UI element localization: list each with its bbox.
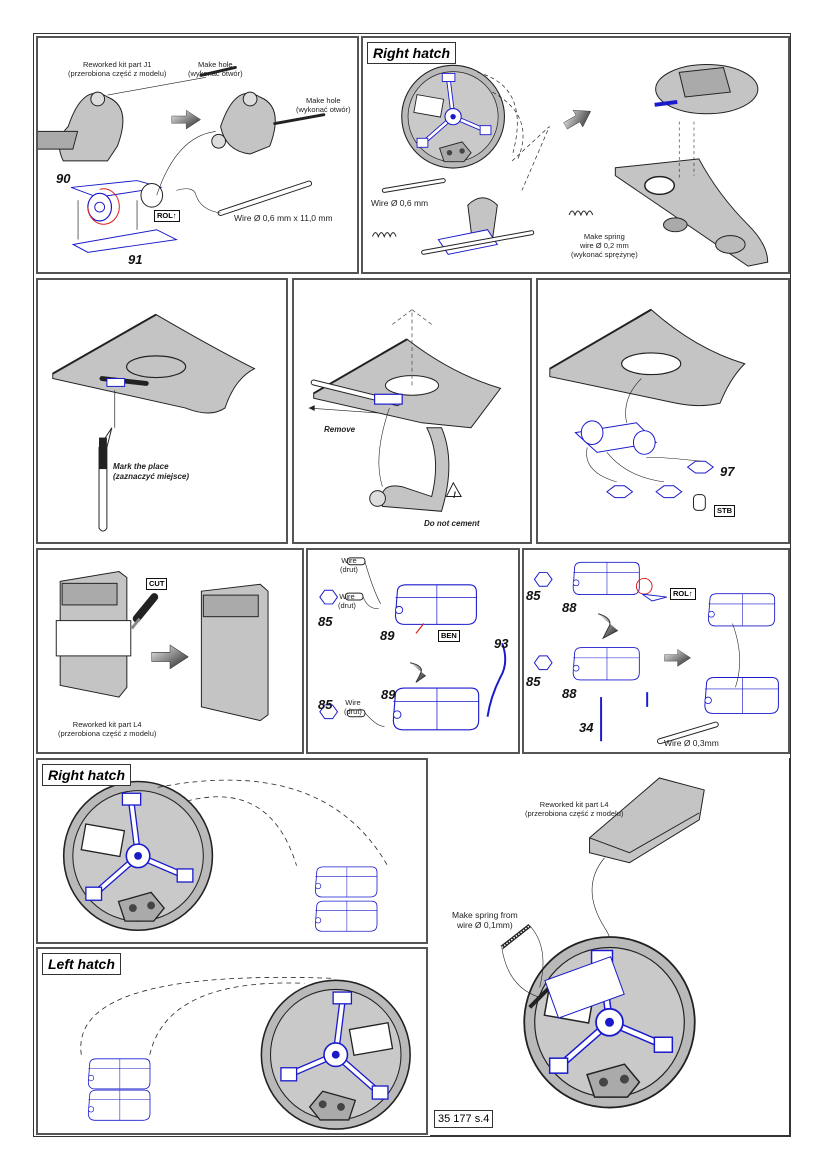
hinge-illustration xyxy=(38,66,326,253)
part-number-85: 85 xyxy=(526,588,541,603)
arrow-up-icon: ↑ xyxy=(172,211,177,220)
wire-label: Wire Ø 0,6 mm xyxy=(371,198,429,208)
part-number-89: 89 xyxy=(381,687,396,702)
part-number-88: 88 xyxy=(562,600,577,615)
right-hatch-assembly-illustration xyxy=(38,760,388,942)
panel-box-89: Wire(drut) Wire(drut) Wire(drut) 85 89 B… xyxy=(306,548,520,754)
mark-place-label: Mark the place(zaznaczyć miejsce) xyxy=(113,462,190,481)
panel-left-hatch-assembly: Left hatch xyxy=(36,947,428,1135)
cut-tag: CUT xyxy=(146,578,168,590)
panel-title-right-hatch: Right hatch xyxy=(42,764,131,786)
wire-label: Wire Ø 0,6 mm x 11,0 mm xyxy=(234,213,333,223)
part-number-85: 85 xyxy=(318,697,333,712)
left-hatch-assembly-illustration xyxy=(80,976,426,1133)
wire-label: Wire Ø 0,3mm xyxy=(664,738,719,748)
part-number-89: 89 xyxy=(380,628,395,643)
part-number-85: 85 xyxy=(318,614,333,629)
right-hatch-illustration xyxy=(372,38,769,267)
part-number-85: 85 xyxy=(526,674,541,689)
panel-cut-l4: CUT Reworked kit part L4(przerobiona czę… xyxy=(36,548,304,754)
part-number-34: 34 xyxy=(579,720,594,735)
warning-icon: ! xyxy=(453,490,456,500)
panel-box-88: 85 88 ROL↑ 85 88 34 Wire Ø 0,3mm xyxy=(522,548,790,754)
panel-final-assembly: Reworked kit part L4(przerobiona część z… xyxy=(430,758,790,1136)
reworked-part-l4-label: Reworked kit part L4(przerobiona część z… xyxy=(58,720,157,738)
nuts-illustration xyxy=(549,308,746,511)
stb-tag: STB xyxy=(714,505,735,517)
make-hole-label-1: Make hole(wykonać otwór) xyxy=(188,60,243,78)
wire-label-1: Wire(drut) xyxy=(340,556,358,574)
make-hole-label-2: Make hole(wykonać otwór) xyxy=(296,96,351,114)
wire-label-2: Wire(drut) xyxy=(338,592,356,610)
do-not-cement-label: Do not cement xyxy=(424,519,480,528)
cut-part-illustration xyxy=(55,571,269,722)
reworked-part-l4-label: Reworked kit part L4(przerobiona część z… xyxy=(525,800,624,818)
remove-label: Remove xyxy=(324,425,356,434)
part-number-88: 88 xyxy=(562,686,577,701)
panel-remove: Remove ! Do not cement xyxy=(292,278,532,544)
final-assembly-illustration xyxy=(500,777,705,1135)
panel-mark-place: Mark the place(zaznaczyć miejsce) xyxy=(36,278,288,544)
panel-title-left-hatch: Left hatch xyxy=(42,953,121,975)
part-number-91: 91 xyxy=(128,252,143,267)
wire-label-3: Wire(drut) xyxy=(344,698,362,716)
box-89-illustration xyxy=(319,557,507,731)
instruction-sheet: Reworked kit part J1(przerobiona część z… xyxy=(33,33,791,1137)
rol-tag: ROL↑ xyxy=(670,588,696,600)
box-88-illustration xyxy=(533,561,779,745)
reworked-part-j1-label: Reworked kit part J1(przerobiona część z… xyxy=(68,60,167,78)
remove-illustration xyxy=(308,308,502,512)
mark-place-illustration xyxy=(52,313,256,532)
part-number-97: 97 xyxy=(720,464,735,479)
part-number-93: 93 xyxy=(494,636,509,651)
page-number: 35 177 s.4 xyxy=(434,1110,494,1128)
panel-step-hinge: Reworked kit part J1(przerobiona część z… xyxy=(36,36,359,274)
panel-nuts-stb: 97 STB xyxy=(536,278,790,544)
panel-right-hatch-assembly: Right hatch xyxy=(36,758,428,944)
rol-tag: ROL↑ xyxy=(154,210,180,222)
ben-tag: BEN xyxy=(438,630,460,642)
arrow-up-icon: ↑ xyxy=(688,589,693,598)
panel-title-right-hatch: Right hatch xyxy=(367,42,456,64)
part-number-90: 90 xyxy=(56,171,71,186)
